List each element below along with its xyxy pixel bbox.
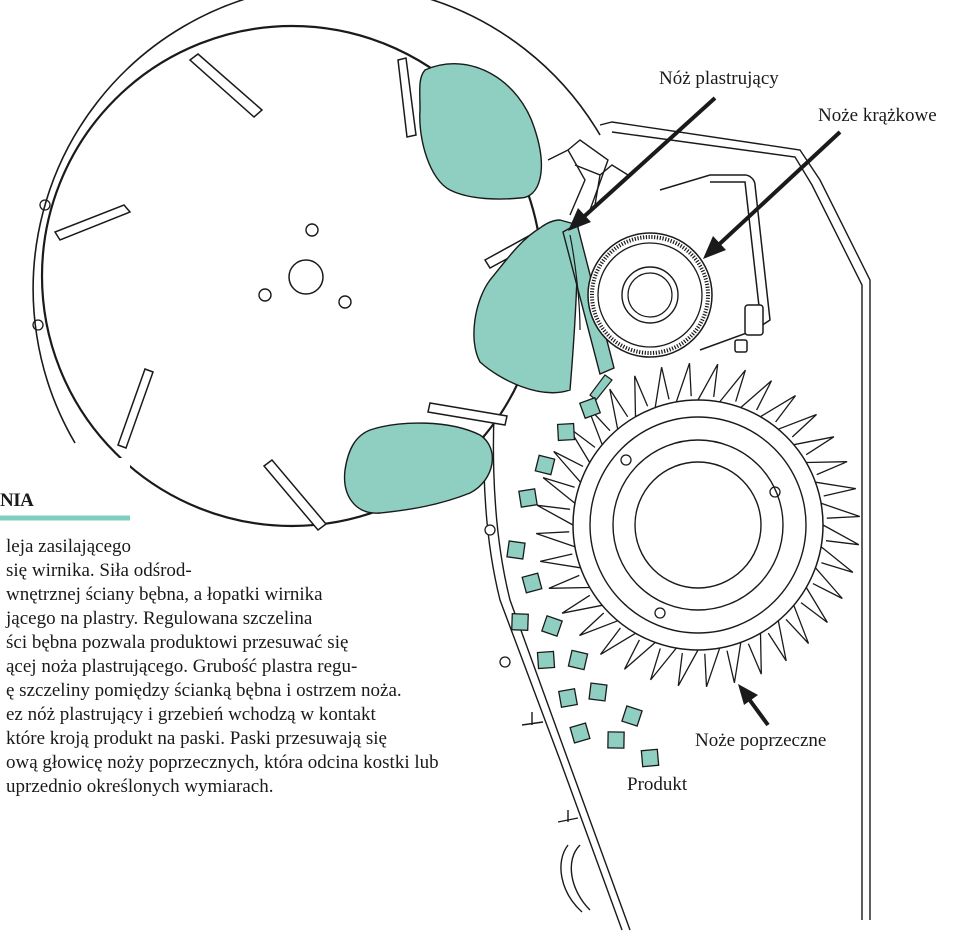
crosscut-tooth — [821, 547, 853, 573]
crosscut-tooth — [676, 363, 691, 402]
description-line: leja zasilającego — [6, 536, 131, 557]
product-cube — [589, 683, 607, 701]
slicing-knife-assembly — [548, 140, 628, 215]
product-cube — [568, 650, 587, 669]
product-cube — [559, 689, 578, 708]
crosscut-tooth — [821, 503, 860, 518]
crosscut-tooth — [651, 648, 677, 680]
crosscut-tooth — [549, 575, 590, 588]
crosscut-tooth — [727, 643, 741, 683]
crosscut-tooth — [748, 633, 761, 674]
crosscut-tooth — [816, 482, 856, 496]
product-cube — [519, 489, 537, 507]
description-line: wnętrznej ściany bębna, a łopatki wirnik… — [6, 584, 323, 605]
description-line: ową głowicę noży poprzecznych, która odc… — [6, 752, 439, 773]
circular-knives — [588, 233, 712, 357]
product-cube — [537, 651, 554, 668]
product-cube — [558, 424, 575, 441]
crosscut-tooth — [720, 370, 746, 402]
description-line: się wirnika. Siła odśrod- — [6, 560, 192, 581]
section-heading: NIA — [0, 490, 34, 511]
description-line: ści bębna pozwala produktowi przesuwać s… — [6, 632, 348, 653]
description-line: ez nóż plastrujący i grzebień wchodzą w … — [6, 704, 377, 725]
product-cube — [535, 455, 554, 474]
crosscut-tooth — [537, 505, 573, 525]
label-product: Produkt — [627, 774, 688, 795]
description-line: ę szczeliny pomiędzy ścianką bębna i ost… — [6, 680, 402, 701]
crosscut-tooth — [540, 554, 580, 568]
crosscut-tooth — [741, 381, 772, 410]
crosscut-tooth — [698, 364, 718, 400]
crosscut-knives-arrowhead — [738, 684, 758, 705]
description-line: jącego na plastry. Regulowana szczelina — [5, 608, 313, 629]
crosscut-tooth — [655, 367, 669, 407]
crosscut-tooth — [823, 525, 859, 545]
product-cube — [608, 732, 624, 748]
description-text: leja zasilającego się wirnika. Siła odśro… — [5, 536, 439, 797]
crosscut-tooth — [635, 376, 648, 417]
crosscut-tooth — [813, 568, 842, 599]
strip-guide — [590, 375, 612, 400]
product-cube — [507, 541, 525, 559]
label-crosscut-knives: Noże poprzeczne — [695, 730, 826, 751]
crosscut-tooth — [678, 650, 698, 686]
crosscut-tooth — [554, 452, 583, 483]
product-cube — [580, 398, 601, 419]
product-blob — [345, 423, 493, 513]
description-line: ącej noża plastrującego. Grubość plastra… — [6, 656, 357, 677]
product-cube — [542, 616, 562, 636]
product-cube — [641, 749, 658, 766]
crosscut-tooth — [536, 532, 575, 547]
description-line: uprzednio określonych wymiarach. — [6, 776, 274, 797]
crosscut-tooth — [601, 628, 636, 654]
crosscut-tooth — [761, 396, 796, 422]
crosscut-tooth — [625, 640, 656, 669]
product-cube — [622, 706, 642, 726]
product-blob — [420, 64, 542, 199]
description-line: które kroją produkt na paski. Paski prze… — [6, 728, 387, 749]
product-cube — [512, 614, 529, 631]
crosscut-tooth — [543, 478, 575, 504]
crosscut-tooth — [801, 588, 827, 623]
product-cube — [570, 723, 590, 743]
crosscut-tooth — [705, 648, 720, 687]
label-circular-knives: Noże krążkowe — [818, 105, 937, 126]
crosscut-tooth — [806, 462, 847, 475]
product-cube — [522, 573, 542, 593]
label-slicing-knife: Nóż plastrujący — [659, 68, 779, 89]
